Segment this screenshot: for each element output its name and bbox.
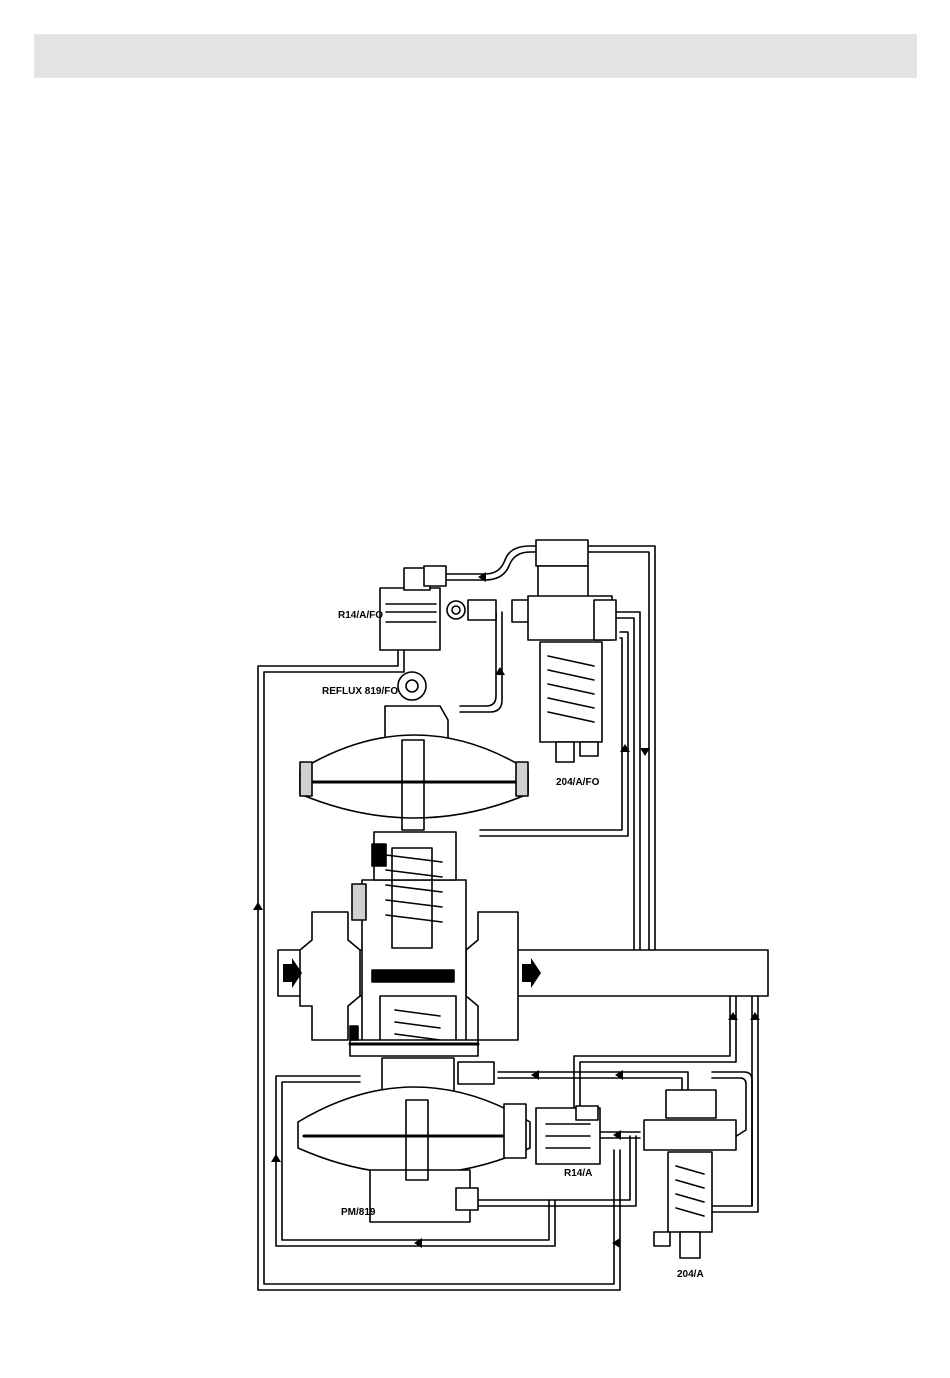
pilot-r14-a-fo — [380, 566, 496, 650]
label-204-a-fo: 204/A/FO — [556, 777, 600, 788]
label-reflux-819-fo: REFLUX 819/FO — [322, 686, 398, 697]
pilot-204-a-fo — [512, 540, 616, 762]
label-r14-a: R14/A — [564, 1168, 592, 1179]
pilot-r14-a — [536, 1106, 600, 1164]
label-204-a: 204/A — [677, 1269, 704, 1280]
label-r14-a-fo: R14/A/FO — [338, 610, 383, 621]
pilot-204-a — [644, 1090, 736, 1258]
label-pm-819: PM/819 — [341, 1207, 376, 1218]
